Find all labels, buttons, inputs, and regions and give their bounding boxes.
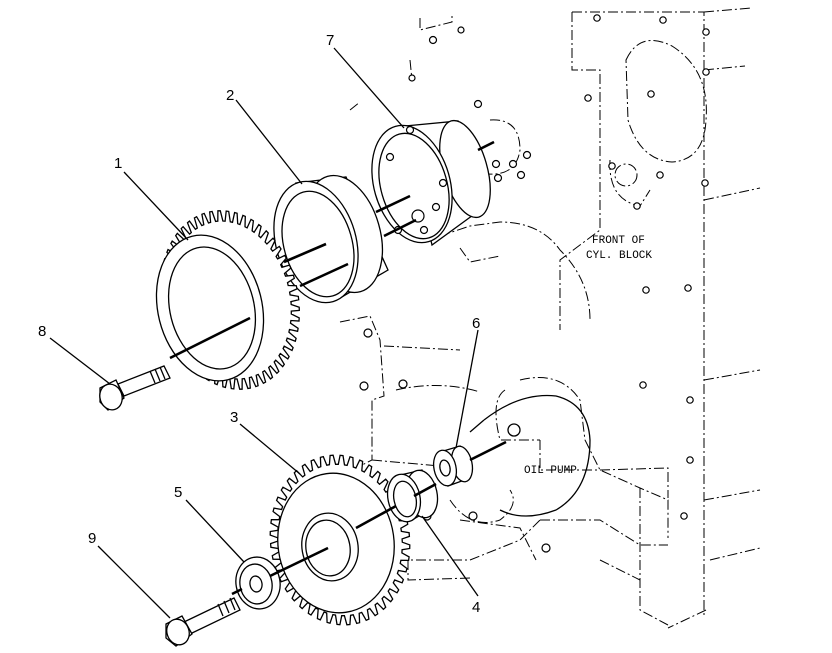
assembly-axis-lines [169, 140, 507, 596]
captions: FRONT OF CYL. BLOCK OIL PUMP [524, 235, 652, 477]
callout-6: 6 [472, 315, 480, 332]
leader-lines [49, 47, 479, 619]
oil-pump-body [469, 394, 591, 517]
caption-front-of: FRONT OF [592, 235, 645, 247]
callout-5: 5 [174, 484, 182, 501]
cylinder-block [559, 7, 761, 629]
callout-9: 9 [88, 530, 96, 547]
part-3-lower-gear [269, 454, 411, 626]
callout-8: 8 [38, 323, 46, 340]
callouts: 1 2 7 3 8 5 9 4 6 [38, 32, 480, 616]
part-5-washer [235, 556, 281, 610]
part-8-bolt [99, 365, 171, 411]
callout-1: 1 [114, 155, 122, 172]
part-2-bushing [273, 174, 389, 304]
block-bolt-holes [584, 14, 710, 520]
part-9-bolt [165, 597, 241, 647]
part-7-carrier [371, 119, 491, 247]
caption-cyl-block: CYL. BLOCK [586, 250, 652, 262]
callout-7: 7 [326, 32, 334, 49]
callout-2: 2 [226, 87, 234, 104]
part-6-spacer [432, 445, 474, 487]
caption-oil-pump: OIL PUMP [524, 465, 577, 477]
timing-cover-outline [339, 14, 669, 626]
callout-4: 4 [472, 599, 480, 616]
callout-3: 3 [230, 409, 238, 426]
